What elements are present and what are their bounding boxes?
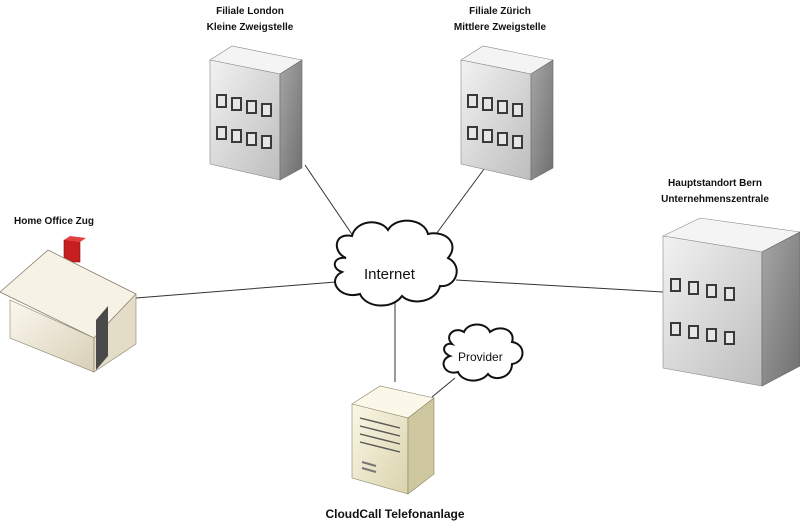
house-home-office — [0, 236, 137, 373]
link-zurich-internet — [427, 164, 488, 246]
building-zurich — [460, 45, 554, 181]
link-home-internet — [135, 281, 337, 299]
cloud-internet — [333, 219, 458, 307]
cloud-provider — [442, 323, 524, 382]
link-cloudcall-provider — [431, 377, 456, 398]
server-cloudcall — [351, 385, 435, 495]
link-bern-internet — [455, 279, 664, 293]
building-london — [209, 45, 303, 181]
label-london-line2: Kleine Zweigstelle — [206, 22, 294, 33]
building-bern — [662, 217, 800, 387]
cloud-internet-label: Internet — [364, 266, 415, 283]
label-zurich: Filiale Zürich Mittlere Zweigstelle — [440, 4, 560, 36]
label-bern-line1: Hauptstandort Bern — [668, 178, 762, 189]
label-home: Home Office Zug — [14, 216, 95, 227]
label-london: Filiale London Kleine Zweigstelle — [190, 4, 310, 36]
label-bern: Hauptstandort Bern Unternehmenszentrale — [650, 176, 780, 208]
label-zurich-line2: Mittlere Zweigstelle — [453, 22, 547, 33]
cloud-provider-label: Provider — [458, 350, 503, 364]
label-cloudcall: CloudCall Telefonanlage — [325, 507, 465, 521]
label-zurich-line1: Filiale Zürich — [469, 6, 531, 17]
label-bern-line2: Unternehmenszentrale — [661, 194, 769, 205]
label-london-line1: Filiale London — [216, 6, 284, 17]
